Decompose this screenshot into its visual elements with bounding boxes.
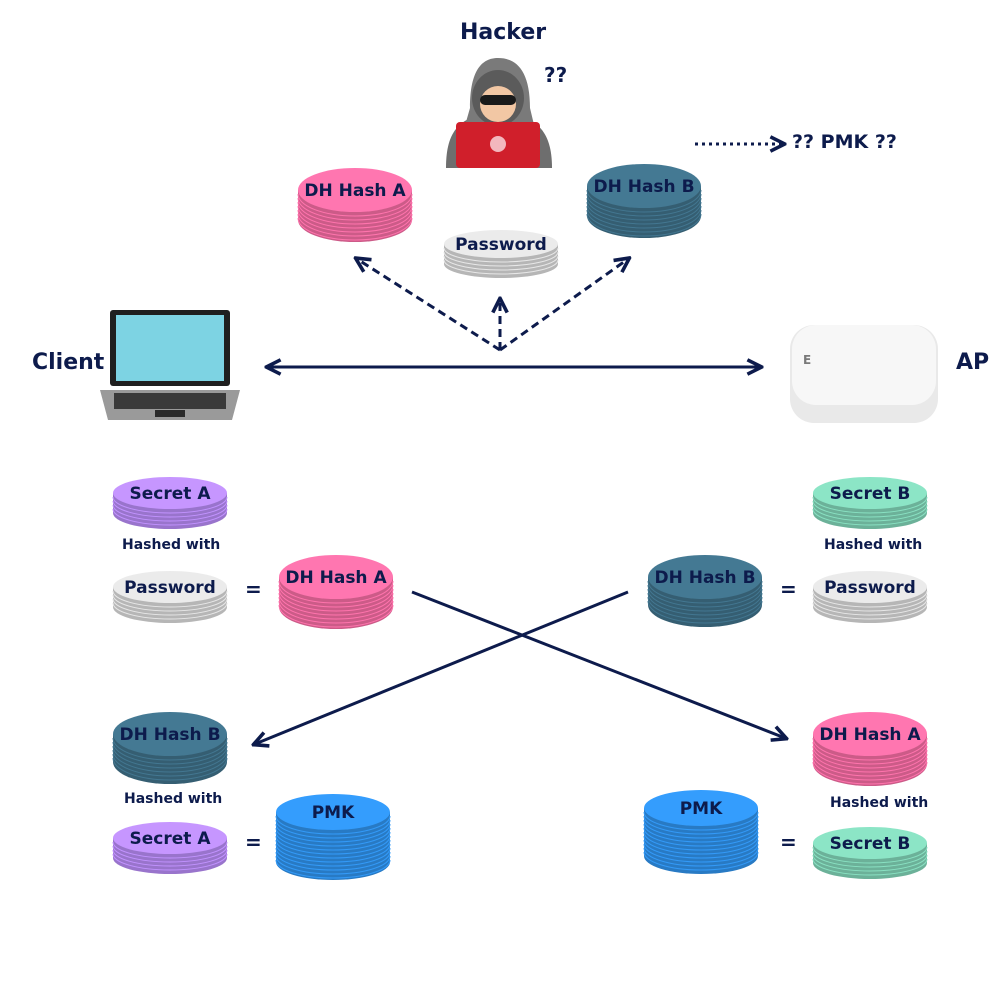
disk-client-secret-a: Secret A (112, 477, 228, 529)
cross-arrow-hash-b (255, 590, 629, 744)
pmk-unknown-label: ?? PMK ?? (792, 131, 897, 153)
ap-hashed-with-2: Hashed with (830, 795, 929, 811)
disk-ap-secret-b-2: Secret B (812, 827, 928, 879)
question-marks: ?? (544, 63, 568, 87)
access-point-icon: E (790, 325, 938, 423)
disk-ap-pmk: PMK (643, 790, 759, 874)
disk-label-hacker-hash-b: DH Hash B (593, 177, 694, 197)
disk-label-client-secret-a-2: Secret A (130, 829, 212, 849)
disk-ap-hash-a: DH Hash A (812, 712, 928, 786)
disk-label-ap-secret-b: Secret B (830, 484, 911, 504)
disk-label-hacker-password: Password (455, 235, 547, 255)
disk-hacker-hash-a: DH Hash A (297, 168, 413, 242)
disk-label-client-pmk: PMK (312, 803, 355, 823)
hacker-icon (446, 58, 552, 168)
cross-arrow-hash-a (411, 590, 785, 738)
disk-label-client-password: Password (124, 578, 216, 598)
disk-label-ap-hash-a: DH Hash A (819, 725, 921, 745)
disk-label-client-secret-a: Secret A (130, 484, 212, 504)
ap-equals-2: = (780, 830, 797, 854)
disk-label-ap-pmk: PMK (680, 799, 723, 819)
client-equals-2: = (245, 830, 262, 854)
client-label: Client (32, 350, 105, 375)
client-equals-1: = (245, 577, 262, 601)
ap-hashed-with-1: Hashed with (824, 537, 923, 553)
disk-label-hacker-hash-a: DH Hash A (304, 181, 406, 201)
client-hashed-with-2: Hashed with (124, 791, 223, 807)
disk-client-secret-a-2: Secret A (112, 822, 228, 874)
disk-client-password: Password (112, 571, 228, 623)
disk-label-client-hash-b: DH Hash B (119, 725, 220, 745)
ap-equals-1: = (780, 577, 797, 601)
disk-label-ap-password: Password (824, 578, 916, 598)
disk-hacker-hash-b: DH Hash B (586, 164, 702, 238)
svg-text:E: E (803, 353, 811, 367)
dashed-arrow-hash-a (357, 259, 501, 352)
disk-label-ap-hash-b: DH Hash B (654, 568, 755, 588)
disk-client-pmk: PMK (275, 794, 391, 880)
client-hashed-with-1: Hashed with (122, 537, 221, 553)
ap-label: AP (956, 350, 990, 375)
disk-ap-password: Password (812, 571, 928, 623)
disk-label-ap-secret-b-2: Secret B (830, 834, 911, 854)
laptop-icon (100, 310, 240, 420)
disk-client-hash-a: DH Hash A (278, 555, 394, 629)
disk-ap-hash-b: DH Hash B (647, 555, 763, 627)
disk-client-hash-b: DH Hash B (112, 712, 228, 784)
disk-label-client-hash-a: DH Hash A (285, 568, 387, 588)
hacker-label: Hacker (460, 20, 547, 45)
disk-ap-secret-b: Secret B (812, 477, 928, 529)
dashed-arrow-hash-b (499, 259, 628, 352)
disk-hacker-password: Password (443, 230, 559, 278)
